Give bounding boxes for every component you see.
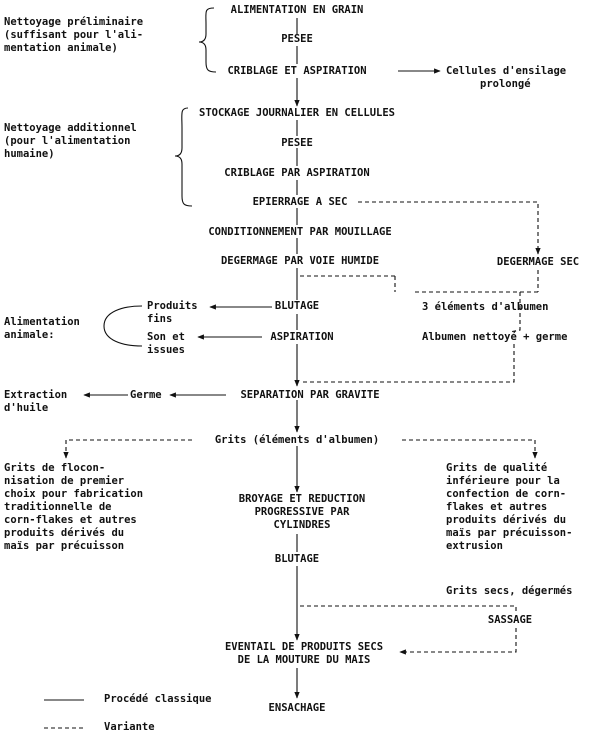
- note-alimentation-animale: Alimentation animale:: [4, 316, 80, 341]
- step-criblage-aspiration: CRIBLAGE ET ASPIRATION: [227, 65, 367, 77]
- note-cellules-ensilage: Cellules d'ensilage prolongé: [446, 65, 567, 90]
- step-eventail: EVENTAIL DE PRODUITS SECS DE LA MOUTURE …: [224, 641, 384, 666]
- step-pesee-2: PESEE: [281, 137, 313, 149]
- step-degermage-sec: DEGERMAGE SEC: [496, 256, 580, 268]
- step-ensachage: ENSACHAGE: [268, 702, 326, 714]
- legend-classique: Procédé classique: [104, 693, 212, 705]
- brace-animale: [103, 305, 143, 347]
- legend-variante: Variante: [104, 721, 155, 733]
- step-epierrage: EPIERRAGE A SEC: [252, 196, 348, 208]
- note-produits-fins: Produits fins: [147, 300, 198, 325]
- brace-preliminaire: [198, 7, 217, 73]
- step-sassage: SASSAGE: [487, 614, 533, 626]
- step-separation: SEPARATION PAR GRAVITE: [240, 389, 380, 401]
- step-broyage: BROYAGE ET REDUCTION PROGRESSIVE PAR CYL…: [238, 493, 366, 531]
- step-blutage-1: BLUTAGE: [274, 300, 320, 312]
- step-criblage-par-aspiration: CRIBLAGE PAR ASPIRATION: [224, 167, 370, 179]
- step-pesee-1: PESEE: [281, 33, 313, 45]
- step-alimentation-grain: ALIMENTATION EN GRAIN: [230, 4, 364, 16]
- note-albumen-nettoye: Albumen nettoyé + germe: [422, 331, 568, 343]
- note-elements-albumen: 3 éléments d'albumen: [422, 301, 549, 313]
- note-grits-inferieure: Grits de qualité inférieure pour la conf…: [446, 462, 573, 552]
- step-grits: Grits (éléments d'albumen): [214, 434, 380, 446]
- step-blutage-2: BLUTAGE: [274, 553, 320, 565]
- brace-additionnel: [174, 107, 193, 207]
- note-son-issues: Son et issues: [147, 331, 185, 356]
- step-stockage: STOCKAGE JOURNALIER EN CELLULES: [199, 107, 395, 119]
- note-extraction-huile: Extraction d'huile: [4, 389, 68, 414]
- note-nettoyage-preliminaire: Nettoyage préliminaire (suffisant pour l…: [4, 16, 144, 54]
- note-germe: Germe: [130, 389, 162, 401]
- note-grits-secs: Grits secs, dégermés: [446, 585, 573, 597]
- note-grits-floconnisation: Grits de flocon- nisation de premier cho…: [4, 462, 144, 552]
- note-nettoyage-additionnel: Nettoyage additionnel (pour l'alimentati…: [4, 122, 137, 160]
- step-degermage-humide: DEGERMAGE PAR VOIE HUMIDE: [220, 255, 380, 267]
- step-aspiration: ASPIRATION: [270, 331, 334, 343]
- step-conditionnement: CONDITIONNEMENT PAR MOUILLAGE: [208, 226, 392, 238]
